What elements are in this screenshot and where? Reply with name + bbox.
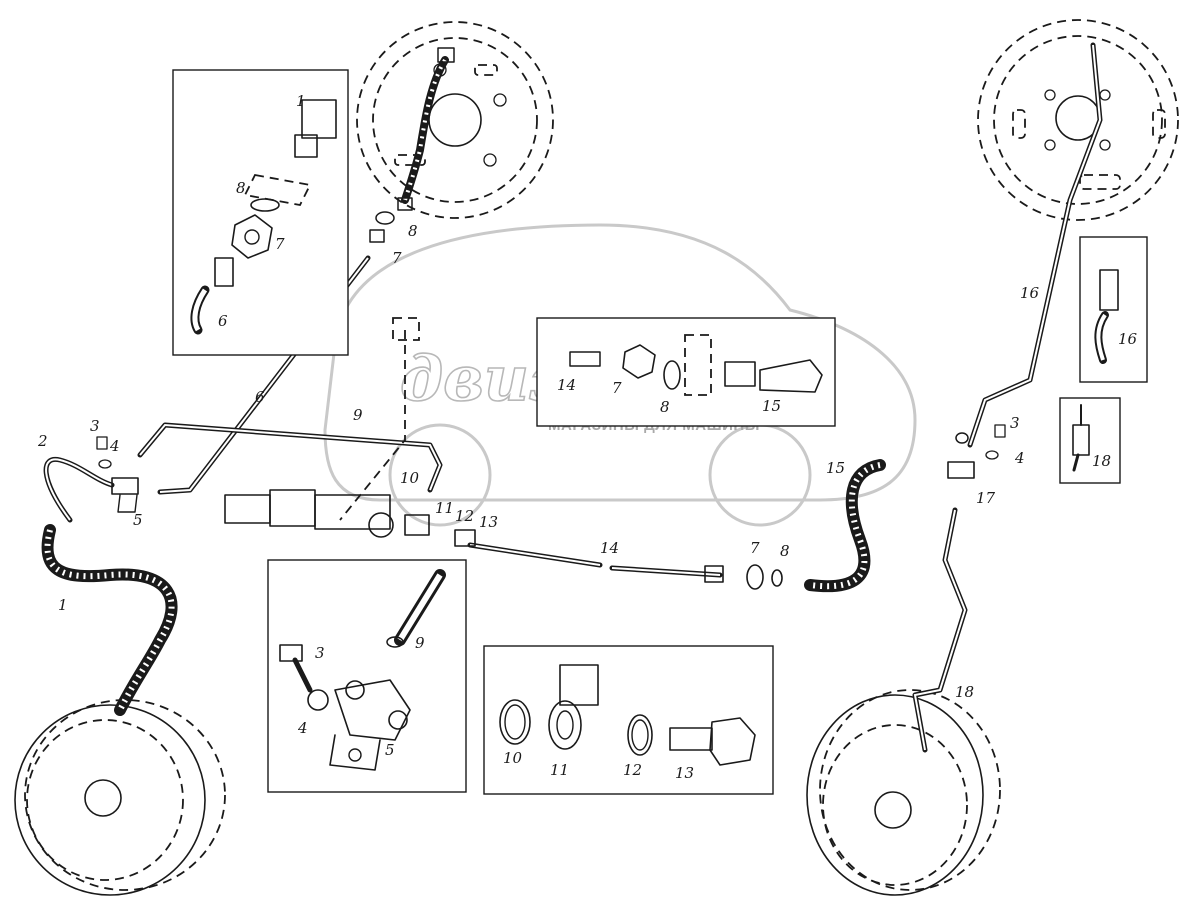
callout-1-rear-hose: 1 <box>58 596 68 614</box>
callout-2: 2 <box>37 432 48 450</box>
callout-18-inset: 18 <box>1092 452 1111 470</box>
brake-pipes <box>41 42 1103 753</box>
callout-10-inset: 10 <box>503 749 523 767</box>
callout-8-front: 8 <box>408 222 418 240</box>
callout-16-inset: 16 <box>1118 330 1138 348</box>
callout-17: 17 <box>976 489 996 507</box>
inset-pipe-18 <box>1059 397 1121 484</box>
callout-6-inset: 6 <box>218 312 228 330</box>
callout-4-left: 4 <box>109 437 120 455</box>
callout-14-inset: 14 <box>557 376 576 394</box>
front-left-brake-drum <box>356 21 554 219</box>
callout-7-inset: 7 <box>275 235 285 253</box>
callout-4-inset: 4 <box>297 719 308 737</box>
inset-pipe-16 <box>1079 236 1148 383</box>
callout-7-front: 7 <box>392 249 402 267</box>
callout-3-right: 3 <box>1010 414 1020 432</box>
callout-11-inset: 11 <box>550 761 569 779</box>
callout-4-right: 4 <box>1014 449 1025 467</box>
callout-9-pipe: 9 <box>353 406 363 424</box>
callout-3-left: 3 <box>90 417 100 435</box>
callout-13: 13 <box>479 513 498 531</box>
callout-16-pipe: 16 <box>1020 284 1040 302</box>
callout-5-left: 5 <box>133 511 143 529</box>
rear-left-brake-drum <box>14 699 226 896</box>
callout-8-inset: 8 <box>236 179 246 197</box>
callout-9-inset: 9 <box>415 634 425 652</box>
callout-5-inset: 5 <box>385 741 395 759</box>
inset-front-fitting <box>172 69 349 356</box>
inset-hose-fitting <box>536 317 836 427</box>
callout-12-inset: 12 <box>623 761 642 779</box>
rear-right-brake-drum <box>806 689 1001 896</box>
callout-15-inset: 15 <box>762 397 781 415</box>
callout-8-rear: 8 <box>780 542 790 560</box>
callout-18-pipe: 18 <box>955 683 974 701</box>
callout-1-inset: 1 <box>296 92 306 110</box>
callout-7-rear: 7 <box>750 539 760 557</box>
callout-8-inset-b: 8 <box>660 398 670 416</box>
callout-15-hose: 15 <box>826 459 845 477</box>
inset-union-parts <box>483 645 774 795</box>
callout-14-pipe: 14 <box>600 539 619 557</box>
callout-12: 12 <box>455 507 474 525</box>
callout-11: 11 <box>435 499 454 517</box>
callout-6-pipe: 6 <box>255 388 265 406</box>
callout-labels: 1 8 7 6 8 7 6 9 2 3 4 5 1 10 11 12 13 14… <box>37 92 1138 782</box>
callout-3-inset: 3 <box>315 644 325 662</box>
callout-7-inset-b: 7 <box>612 379 622 397</box>
front-right-brake-drum <box>977 19 1179 221</box>
callout-13-inset: 13 <box>675 764 694 782</box>
callout-10: 10 <box>400 469 420 487</box>
inset-tee-fitting <box>267 559 467 793</box>
